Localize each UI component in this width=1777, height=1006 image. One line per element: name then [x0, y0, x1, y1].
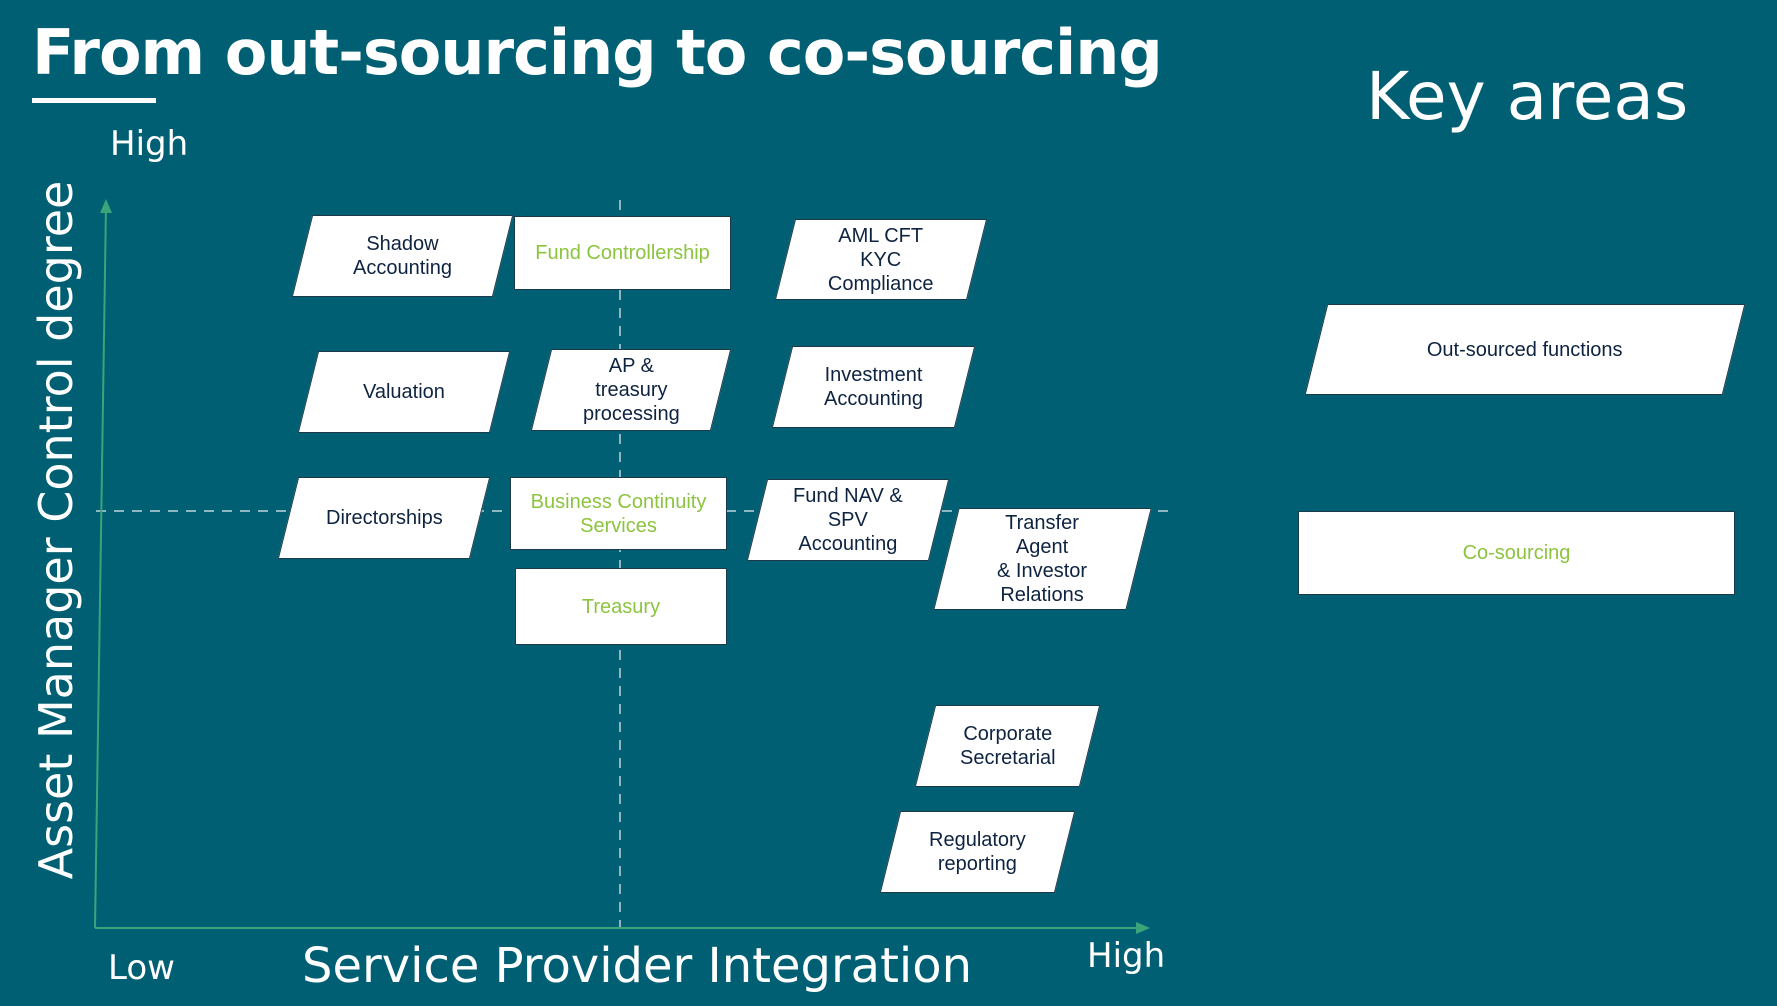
ap-treasury-box: AP & treasury processing [530, 349, 732, 431]
ap-treasury-label: AP & treasury processing [582, 355, 680, 425]
x-axis-title: Service Provider Integration [302, 938, 973, 994]
business-continuity-label: Business Continuity Services [530, 490, 707, 537]
investment-accounting-box: Investment Accounting [771, 346, 976, 428]
y-axis-line [94, 204, 107, 929]
x-axis-high-label: High [1087, 936, 1166, 976]
directorships-box: Directorships [277, 477, 491, 559]
transfer-agent-label: Transfer Agent & Investor Relations [997, 512, 1088, 606]
y-axis-title: Asset Manager Control degree [29, 180, 83, 880]
fund-nav-spv-box: Fund NAV & SPV Accounting [746, 479, 950, 561]
investment-accounting-label: Investment Accounting [824, 364, 923, 410]
valuation-box: Valuation [297, 351, 511, 433]
legend-outsourced: Out-sourced functions [1304, 304, 1746, 395]
regulatory-reporting-label: Regulatory reporting [929, 829, 1026, 875]
corporate-secretarial-box: Corporate Secretarial [914, 705, 1101, 787]
aml-cft-kyc-box: AML CFT KYC Compliance [774, 219, 988, 300]
shadow-accounting-box: Shadow Accounting [291, 215, 514, 297]
directorships-label: Directorships [325, 507, 443, 529]
regulatory-reporting-box: Regulatory reporting [879, 811, 1076, 893]
shadow-accounting-label: Shadow Accounting [353, 233, 452, 279]
business-continuity-box: Business Continuity Services [510, 477, 727, 550]
aml-cft-kyc-label: AML CFT KYC Compliance [828, 224, 934, 295]
key-areas-title: Key areas [1366, 58, 1689, 135]
y-axis-high-label: High [110, 124, 189, 164]
transfer-agent-box: Transfer Agent & Investor Relations [933, 508, 1152, 610]
legend-cosourcing: Co-sourcing [1298, 511, 1735, 595]
corporate-secretarial-label: Corporate Secretarial [959, 723, 1056, 769]
treasury-label: Treasury [581, 595, 661, 618]
x-axis-low-label: Low [108, 948, 175, 988]
fund-controllership-label: Fund Controllership [535, 242, 710, 264]
valuation-label: Valuation [363, 381, 445, 403]
legend-cosourcing-label: Co-sourcing [1462, 542, 1571, 564]
x-axis-arrow [1136, 922, 1150, 934]
y-axis-arrow [100, 199, 112, 213]
fund-nav-spv-label: Fund NAV & SPV Accounting [793, 485, 903, 555]
legend-outsourced-label: Out-sourced functions [1427, 338, 1623, 361]
fund-controllership-box: Fund Controllership [514, 216, 731, 290]
treasury-box: Treasury [515, 568, 727, 645]
title-underline [32, 98, 156, 103]
page-title: From out-sourcing to co-sourcing [32, 16, 1163, 89]
